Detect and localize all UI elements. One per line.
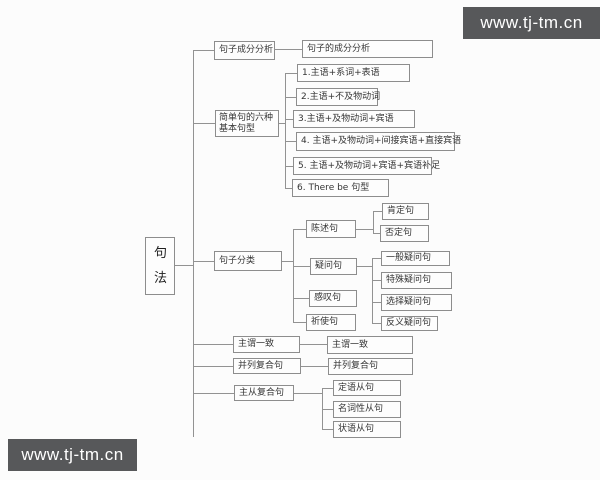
node-pattern-2: 2.主语+不及物动词 [296,88,380,106]
node-simple-patterns: 简单句的六种基本句型 [215,110,279,137]
connector [193,393,234,394]
node-general-question: 一般疑问句 [381,251,450,266]
connector [322,388,333,389]
connector [193,123,215,124]
node-exclamatory: 感叹句 [309,290,357,307]
node-agreement-detail: 主谓一致 [327,336,413,354]
connector [279,123,285,124]
connector [293,266,310,267]
node-pattern-3: 3.主语+及物动词+宾语 [293,110,415,128]
connector [372,258,381,259]
node-classification: 句子分类 [214,251,282,271]
connector-bracket [285,73,286,188]
node-analysis-detail: 句子的成分分析 [302,40,433,58]
node-pattern-4: 4. 主语+及物动词+间接宾语+直接宾语 [296,132,461,151]
node-pattern-1: 1.主语+系词+表语 [297,64,410,82]
connector [293,229,306,230]
node-alternative-question: 选择疑问句 [381,294,452,311]
connector [285,97,296,98]
connector [322,409,333,410]
connector [282,261,293,262]
connector [322,429,333,430]
node-analysis: 句子成分分析 [214,41,275,60]
node-agreement: 主谓一致 [233,336,300,353]
node-complex: 主从复合句 [234,385,294,401]
connector [274,49,302,50]
connector-trunk [193,51,194,437]
node-pattern-5: 5. 主语+及物动词+宾语+宾语补足 [293,157,440,175]
connector [293,322,306,323]
connector [293,298,309,299]
connector [373,233,380,234]
connector [285,188,292,189]
watermark-top-right: www.tj-tm.cn [463,7,600,39]
connector-bracket [373,211,374,234]
connector [372,280,381,281]
connector [372,302,381,303]
connector [372,323,381,324]
connector [285,166,293,167]
connector [356,229,373,230]
connector-bracket [293,229,294,323]
node-negative: 否定句 [380,225,429,242]
connector [294,393,322,394]
connector [193,366,233,367]
node-noun-clause: 名词性从句 [333,401,401,418]
connector [285,141,296,142]
node-imperative: 祈使句 [306,314,356,331]
watermark-bottom-left: www.tj-tm.cn [8,439,137,471]
node-adverbial-clause: 状语从句 [333,421,401,438]
node-compound-detail: 并列复合句 [328,358,413,375]
connector [300,344,327,345]
node-compound: 并列复合句 [233,358,301,374]
connector [301,366,328,367]
node-special-question: 特殊疑问句 [381,272,452,289]
connector [285,73,297,74]
node-pattern-6: 6. There be 句型 [292,179,389,197]
connector-bracket [372,258,373,323]
node-root-syntax: 句法 [145,237,175,295]
connector [357,266,372,267]
node-tag-question: 反义疑问句 [381,316,438,331]
connector [373,211,382,212]
node-affirmative: 肯定句 [382,203,429,220]
node-attributive-clause: 定语从句 [333,380,401,396]
connector [193,50,214,51]
connector [193,344,233,345]
node-declarative: 陈述句 [306,220,356,238]
connector [193,261,214,262]
connector-root [175,265,193,266]
node-interrogative: 疑问句 [310,258,357,275]
connector [285,119,293,120]
